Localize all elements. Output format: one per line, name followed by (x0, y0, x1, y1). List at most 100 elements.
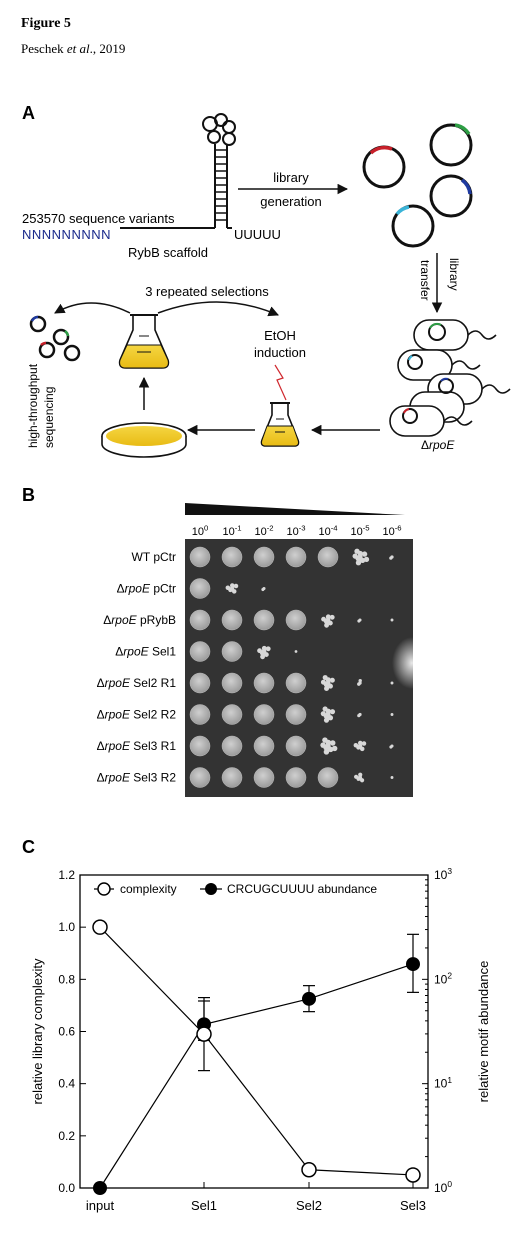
colony-spot (253, 609, 275, 631)
colony-spot (320, 737, 338, 755)
polyu-label: UUUUU (234, 227, 281, 242)
selection-workflow-diagram: 253570 sequence variants NNNNNNNNN RybB … (22, 113, 511, 458)
colony-spot (221, 641, 243, 662)
colony-spot (390, 681, 394, 685)
petri-dish-icon (101, 422, 187, 458)
abundance-line (99, 963, 414, 1189)
dilution-label: 10-2 (254, 524, 273, 538)
figure-author: Peschek et al., 2019 (21, 41, 126, 56)
to-induction-arrow (157, 301, 279, 317)
colony-spot (261, 586, 266, 592)
right-y-axis-label: relative motif abundance (476, 961, 491, 1103)
y-axis-label: relative library complexity (30, 958, 45, 1104)
panel-a-label: A (22, 103, 35, 123)
colony-spot (253, 704, 275, 725)
y-tick-label: 1.2 (58, 868, 75, 882)
selection-flask-icon (118, 314, 170, 369)
colony-spot (285, 735, 307, 757)
chart-legend: complexity CRCUGCUUUU abundance (94, 882, 377, 896)
colony-spot (253, 767, 275, 788)
colony-spot (317, 546, 339, 568)
complexity-point (92, 919, 108, 935)
hts-label-2: sequencing (42, 387, 56, 448)
colony-spot (389, 744, 394, 749)
library-gen-label-1: library (273, 170, 309, 185)
scaffold-label: RybB scaffold (128, 245, 208, 260)
rpoe-strain-label: ΔrpoE (421, 438, 455, 452)
colony-spot (253, 672, 275, 694)
strain-label: ΔrpoE pCtr (117, 582, 176, 596)
abundance-point (93, 1181, 107, 1195)
colony-spot (389, 555, 394, 560)
bacteria-icon (389, 319, 511, 437)
panel-b-label: B (22, 485, 35, 505)
colony-spot (285, 546, 307, 568)
x-tick-label: input (86, 1198, 115, 1213)
legend-label: complexity (120, 882, 177, 896)
lightning-icon (274, 364, 287, 401)
colony-spot (221, 546, 243, 568)
strain-label: ΔrpoE Sel2 R2 (97, 708, 177, 722)
right-y-tick-label: 103 (434, 866, 452, 882)
colony-spot (189, 672, 211, 694)
complexity-line (99, 926, 414, 1176)
colony-spot (189, 767, 211, 788)
transfer-label-1: library (447, 258, 461, 291)
colony-spot (320, 706, 336, 723)
legend-label: CRCUGCUUUU abundance (227, 882, 377, 896)
colony-spot (317, 767, 339, 788)
hts-label-1: high-throughput (26, 363, 40, 448)
etoh-label-1: EtOH (264, 328, 296, 343)
colony-spot (285, 609, 307, 631)
colony-spot (320, 675, 335, 691)
colony-spot (189, 704, 211, 725)
dilution-label: 10-5 (350, 524, 369, 538)
right-y-tick-label: 100 (434, 1179, 452, 1195)
nnn-sequence: NNNNNNNNN (22, 227, 111, 242)
dilution-label: 10-6 (382, 524, 401, 538)
dilution-label: 10-4 (318, 524, 338, 538)
legend-marker (205, 883, 217, 895)
strain-label: WT pCtr (132, 550, 176, 564)
complexity-point (405, 1167, 421, 1183)
colony-spot (390, 713, 394, 716)
colony-spot (189, 735, 211, 757)
complexity-point (301, 1161, 317, 1178)
colony-spot (285, 767, 307, 788)
plot-frame (79, 874, 429, 1189)
colony-spot (294, 650, 298, 653)
y-tick-label: 0.4 (58, 1077, 75, 1091)
y-tick-label: 0.6 (58, 1025, 75, 1039)
colony-spot (357, 712, 362, 718)
plate-photo (185, 539, 413, 797)
y-tick-label: 0.0 (58, 1181, 75, 1195)
strain-label: ΔrpoE Sel3 R1 (97, 739, 177, 753)
figure-title: Figure 5 (21, 16, 71, 31)
strain-label: ΔrpoE Sel2 R1 (97, 676, 177, 690)
y-tick-label: 0.8 (58, 972, 75, 986)
colony-spot (221, 735, 243, 757)
colony-spot (285, 672, 307, 694)
colony-spot (357, 618, 362, 623)
colony-spot (253, 735, 275, 757)
strain-label: ΔrpoE Sel1 (115, 645, 176, 659)
y-tick-label: 1.0 (58, 920, 75, 934)
rna-hairpin-icon (120, 113, 236, 229)
complexity-point (196, 1026, 212, 1042)
colony-spot (357, 678, 362, 686)
right-y-tick-label: 102 (434, 971, 452, 987)
colony-spot (189, 546, 211, 568)
strain-label: ΔrpoE Sel3 R2 (97, 771, 177, 785)
colony-spot (221, 767, 243, 788)
colony-spot (221, 704, 243, 725)
culture-flask-icon (260, 402, 300, 447)
legend-marker (97, 882, 111, 896)
etoh-label-2: induction (254, 345, 306, 360)
y-tick-label: 0.2 (58, 1129, 75, 1143)
repeated-selections-label: 3 repeated selections (145, 284, 269, 299)
library-gen-label-2: generation (260, 194, 321, 209)
abundance-point (302, 991, 316, 1006)
colony-spot (253, 546, 275, 568)
